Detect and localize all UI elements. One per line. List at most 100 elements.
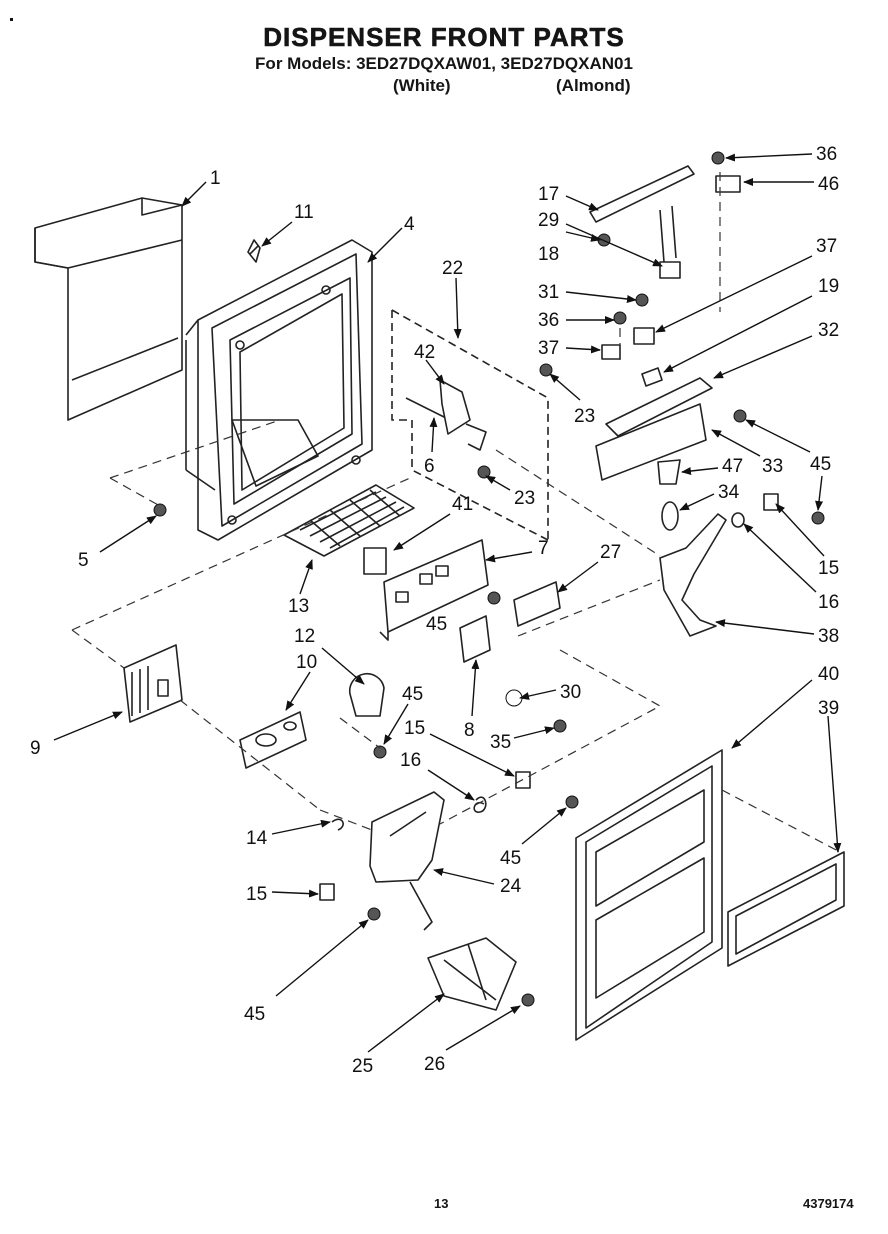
callout-15b: 15 bbox=[404, 718, 425, 739]
leader-7 bbox=[485, 551, 533, 563]
callout-15a: 15 bbox=[818, 558, 839, 579]
leader-13 bbox=[299, 559, 313, 595]
document-number: 4379174 bbox=[803, 1196, 854, 1211]
leader-14 bbox=[271, 819, 331, 835]
callout-45d: 45 bbox=[500, 848, 521, 869]
leader-32 bbox=[713, 335, 813, 379]
callout-9: 9 bbox=[30, 738, 41, 759]
part-12-shield bbox=[348, 672, 385, 717]
leader-31 bbox=[565, 291, 637, 303]
leader-34 bbox=[679, 493, 715, 511]
callout-13: 13 bbox=[288, 596, 309, 617]
part-4-housing bbox=[185, 239, 373, 541]
leader-45a bbox=[745, 419, 811, 453]
callout-45e: 45 bbox=[244, 1004, 265, 1025]
leader-41 bbox=[393, 513, 451, 551]
screws bbox=[153, 151, 825, 1007]
leader-36b bbox=[725, 153, 813, 162]
callout-labels: 1 11 4 22 42 6 23 41 5 13 7 27 17 29 18 … bbox=[30, 144, 839, 1077]
leader-18 bbox=[565, 231, 601, 242]
callout-37b: 37 bbox=[816, 236, 837, 257]
leader-40 bbox=[731, 679, 813, 749]
part-47-cup bbox=[657, 459, 681, 485]
part-24-paddle bbox=[369, 791, 445, 931]
callout-45b: 45 bbox=[426, 614, 447, 635]
callout-34: 34 bbox=[718, 482, 740, 503]
leader-25 bbox=[367, 993, 445, 1053]
callout-47: 47 bbox=[722, 456, 743, 477]
callout-18: 18 bbox=[538, 244, 559, 265]
part-14-clip bbox=[331, 818, 344, 831]
part-27-cover bbox=[513, 581, 561, 627]
corner-mark bbox=[10, 18, 13, 21]
leader-23a bbox=[549, 373, 581, 401]
callout-41: 41 bbox=[452, 494, 473, 515]
callout-17: 17 bbox=[538, 184, 559, 205]
callout-36b: 36 bbox=[816, 144, 837, 165]
callout-7: 7 bbox=[538, 538, 549, 559]
callout-22: 22 bbox=[442, 258, 463, 279]
callout-12: 12 bbox=[294, 626, 315, 647]
callout-35: 35 bbox=[490, 732, 511, 753]
leader-11 bbox=[261, 221, 293, 247]
callout-14: 14 bbox=[246, 828, 268, 849]
leader-15b bbox=[429, 733, 515, 777]
part-25-chute bbox=[427, 937, 517, 1011]
leader-10 bbox=[285, 671, 311, 711]
leader-12 bbox=[321, 647, 365, 685]
leader-35 bbox=[513, 726, 555, 739]
callout-45a: 45 bbox=[810, 454, 831, 475]
part-15-retainer-right bbox=[763, 493, 779, 511]
callout-36a: 36 bbox=[538, 310, 559, 331]
leader-24 bbox=[433, 868, 495, 885]
leader-45b bbox=[815, 475, 824, 511]
page-title: DISPENSER FRONT PARTS bbox=[263, 22, 625, 53]
callout-23b: 23 bbox=[514, 488, 535, 509]
callout-30: 30 bbox=[560, 682, 581, 703]
callout-29: 29 bbox=[538, 210, 559, 231]
part-16-spring-right bbox=[731, 512, 745, 528]
callout-11: 11 bbox=[294, 202, 314, 223]
leader-16a bbox=[743, 523, 817, 593]
callout-25: 25 bbox=[352, 1056, 373, 1077]
leader-42 bbox=[425, 359, 445, 385]
leader-33 bbox=[711, 429, 761, 457]
leader-4 bbox=[367, 227, 403, 263]
part-17-strip bbox=[589, 165, 695, 223]
leader-23b bbox=[485, 475, 511, 491]
leader-9 bbox=[53, 711, 123, 741]
leader-39 bbox=[827, 715, 842, 853]
page-number: 13 bbox=[434, 1196, 449, 1211]
callout-16b: 16 bbox=[400, 750, 421, 771]
leader-26 bbox=[445, 1005, 521, 1051]
callout-26: 26 bbox=[424, 1054, 445, 1075]
callout-23a: 23 bbox=[574, 406, 595, 427]
part-42-actuator bbox=[405, 379, 487, 451]
callout-4: 4 bbox=[404, 214, 415, 235]
callout-45c: 45 bbox=[402, 684, 423, 705]
callout-46: 46 bbox=[818, 174, 839, 195]
part-34-cam bbox=[661, 501, 679, 531]
leader-17 bbox=[565, 195, 599, 211]
callout-15c: 15 bbox=[246, 884, 267, 905]
callout-10: 10 bbox=[296, 652, 317, 673]
callout-5: 5 bbox=[78, 550, 89, 571]
part-7-bracket bbox=[379, 539, 489, 641]
callout-24: 24 bbox=[500, 876, 522, 897]
callout-16a: 16 bbox=[818, 592, 839, 613]
leader-30 bbox=[519, 689, 557, 700]
leader-1 bbox=[181, 181, 207, 207]
leader-5 bbox=[99, 515, 157, 553]
part-37-switch bbox=[633, 327, 655, 345]
part-1-panel bbox=[34, 197, 183, 421]
callout-31: 31 bbox=[538, 282, 559, 303]
callout-8: 8 bbox=[464, 720, 475, 741]
callout-42: 42 bbox=[414, 342, 435, 363]
part-38-lever bbox=[659, 513, 727, 637]
leader-8 bbox=[471, 659, 480, 717]
callout-1: 1 bbox=[210, 168, 221, 189]
part-39-cover bbox=[727, 851, 845, 967]
callout-19: 19 bbox=[818, 276, 839, 297]
callout-6: 6 bbox=[424, 456, 435, 477]
